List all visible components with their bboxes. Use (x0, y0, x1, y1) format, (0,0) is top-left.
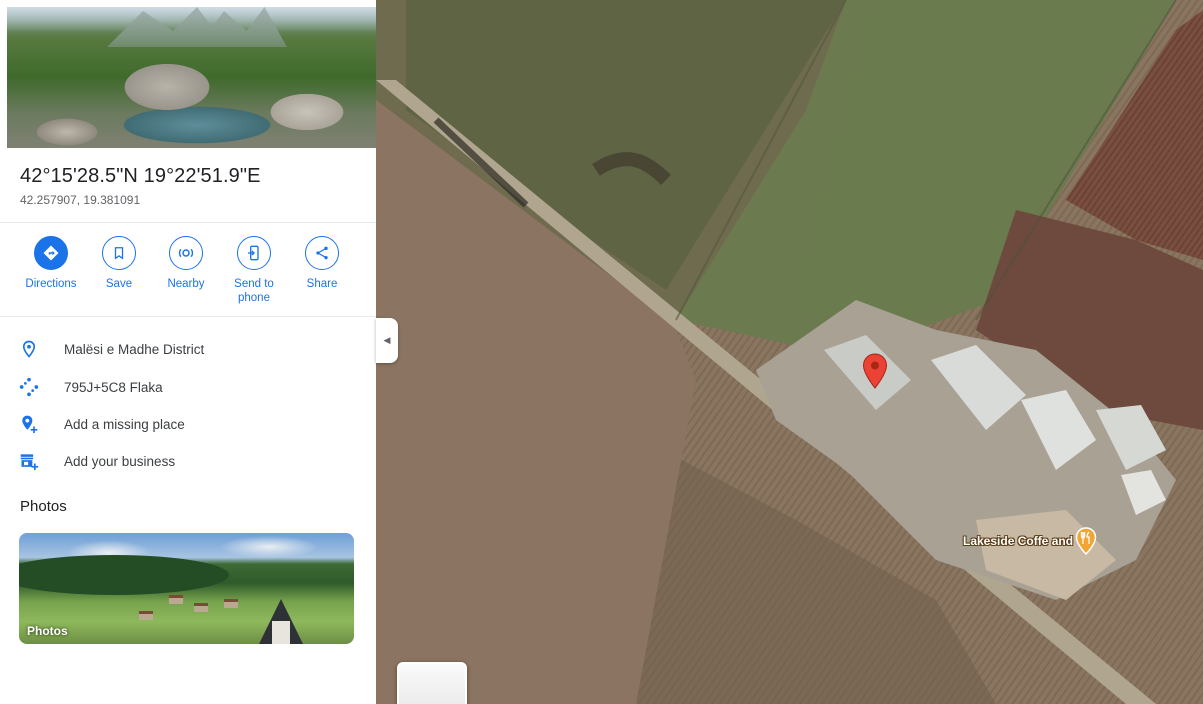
info-row-text: Add your business (64, 453, 176, 469)
send-to-phone-icon (237, 236, 271, 270)
chevron-left-icon: ◀ (383, 335, 391, 345)
hero-photo[interactable] (7, 7, 376, 148)
restaurant-icon (1075, 527, 1097, 555)
photo-wall (272, 621, 290, 644)
place-panel: 42°15'28.5"N 19°22'51.9"E 42.257907, 19.… (0, 0, 376, 704)
coordinates-title: 42°15'28.5"N 19°22'51.9"E (20, 165, 261, 187)
add-place-icon (0, 414, 64, 434)
photo-house (169, 595, 183, 604)
add-business-icon (0, 451, 64, 471)
poi-lakeside-coffe[interactable]: Lakeside Coffe and (963, 527, 1097, 555)
save-button[interactable]: Save (86, 236, 152, 291)
photos-card[interactable]: Photos (19, 533, 354, 644)
action-label: Nearby (167, 278, 205, 290)
satellite-map[interactable] (376, 0, 1203, 704)
bookmark-icon (102, 236, 136, 270)
info-row-text: Malësi e Madhe District (64, 341, 205, 357)
action-bar: Directions Save Nearby Send to phone Sha… (0, 236, 376, 308)
divider (0, 316, 376, 317)
photo-house (224, 599, 238, 608)
layers-button[interactable] (397, 662, 467, 704)
plus-code-icon (0, 376, 64, 398)
info-row-district[interactable]: Malësi e Madhe District (0, 330, 376, 368)
action-label: Directions (25, 278, 77, 290)
action-label: Save (105, 278, 133, 290)
poi-label: Lakeside Coffe and (963, 534, 1074, 548)
info-row-add-place[interactable]: Add a missing place (0, 405, 376, 443)
info-row-text: 795J+5C8 Flaka (64, 379, 163, 395)
nearby-icon (169, 236, 203, 270)
action-label: Send to phone (234, 278, 274, 304)
photos-heading: Photos (20, 498, 67, 515)
location-marker-icon[interactable] (862, 353, 888, 394)
coordinates-decimal: 42.257907, 19.381091 (20, 193, 141, 207)
directions-button[interactable]: Directions (18, 236, 84, 291)
divider (0, 222, 376, 223)
photos-card-caption: Photos (27, 624, 68, 638)
info-row-text: Add a missing place (64, 416, 185, 432)
action-label: Share (306, 278, 338, 290)
share-icon (305, 236, 339, 270)
photo-house (194, 603, 208, 612)
photo-hill (19, 555, 229, 595)
info-row-add-business[interactable]: Add your business (0, 442, 376, 480)
location-pin-icon (0, 340, 64, 358)
nearby-button[interactable]: Nearby (153, 236, 219, 291)
share-button[interactable]: Share (289, 236, 355, 291)
photo-house (139, 611, 153, 620)
collapse-panel-button[interactable]: ◀ (376, 318, 398, 363)
directions-icon (34, 236, 68, 270)
send-to-phone-button[interactable]: Send to phone (221, 236, 287, 305)
info-row-plus-code[interactable]: 795J+5C8 Flaka (0, 368, 376, 406)
map-imagery (376, 0, 1203, 704)
